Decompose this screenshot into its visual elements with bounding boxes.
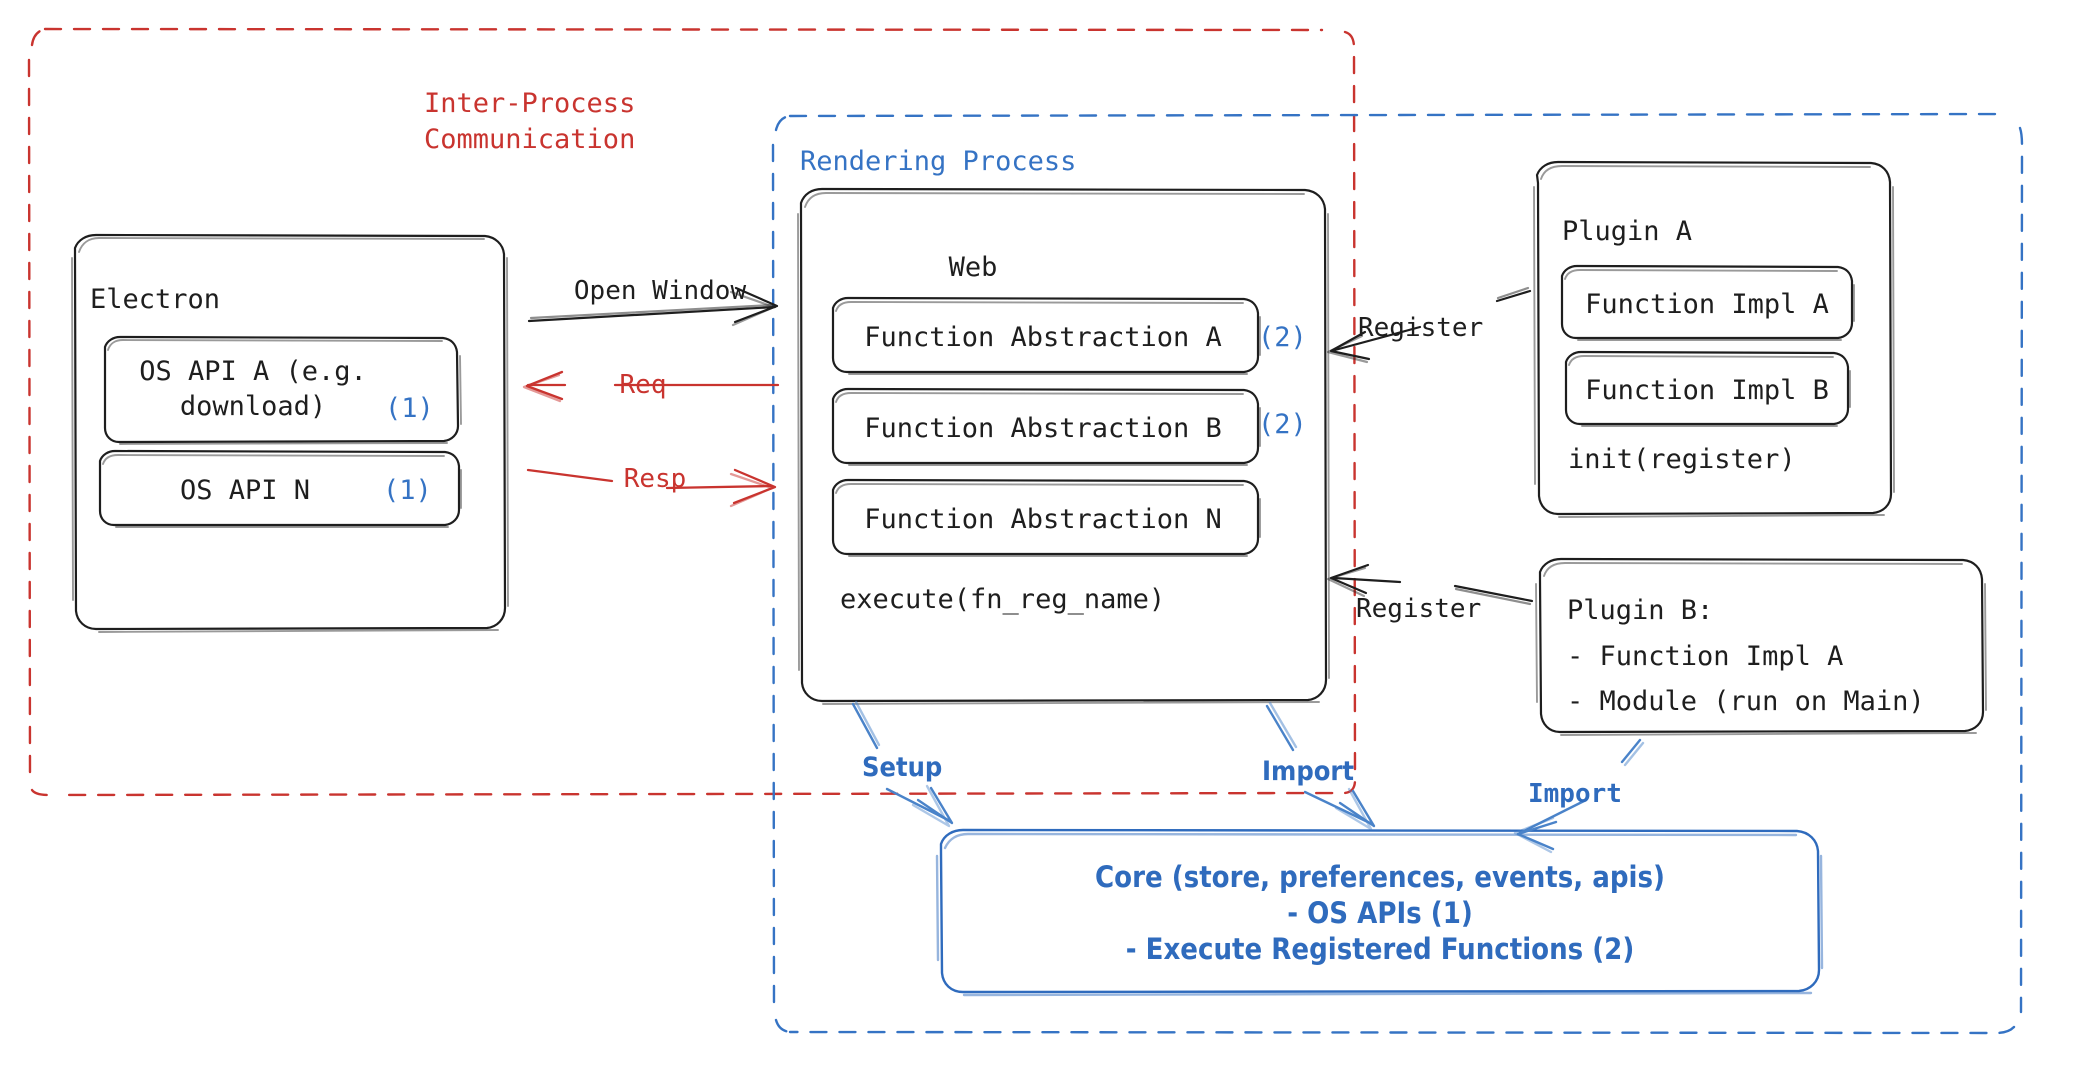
open-window-arrow-label: Open Window [573,276,747,306]
register-b-arrow-label: Register [1356,594,1482,624]
import-web-arrow-label: Import [1262,756,1355,787]
electron-title: Electron [90,284,221,315]
function-impl-b-label[interactable]: Function Impl B [1585,375,1829,406]
function-abstraction-n-label[interactable]: Function Abstraction N [864,504,1222,535]
function-abstraction-b-badge: (2) [1258,409,1307,440]
core-item-execute-registered: - Execute Registered Functions (2) [1125,932,1635,966]
import-plugin-arrow-label: Import [1528,779,1622,809]
plugin-b-item-function-impl-a: - Function Impl A [1567,641,1844,672]
core-item-os-apis: - OS APIs (1) [1287,896,1473,930]
ipc-container-label: Inter-Process Communication [424,88,636,155]
setup-arrow-label: Setup [862,752,943,783]
os-api-n-badge: (1) [383,475,432,506]
web-execute-label: execute(fn_reg_name) [840,584,1166,615]
plugin-a-init-label: init(register) [1568,444,1796,475]
core-title: Core (store, preferences, events, apis) [1095,860,1665,894]
plugin-a-title: Plugin A [1562,216,1693,247]
function-abstraction-a-badge: (2) [1258,322,1307,353]
function-impl-a-label[interactable]: Function Impl A [1585,289,1829,320]
register-a-arrow-label: Register [1358,313,1484,343]
web-title: Web [948,252,998,283]
req-arrow-label: Req [619,370,667,400]
function-abstraction-a-label[interactable]: Function Abstraction A [864,322,1222,353]
function-abstraction-b-label[interactable]: Function Abstraction B [864,413,1222,444]
os-api-a-badge: (1) [385,393,434,424]
plugin-b-item-module: - Module (run on Main) [1567,686,1925,717]
os-api-n-label[interactable]: OS API N [179,475,311,506]
os-api-a-label[interactable]: OS API A (e.g. download) [139,356,367,422]
rendering-process-label: Rendering Process [800,146,1077,177]
plugin-b-title: Plugin B: [1567,595,1714,626]
resp-arrow-label: Resp [623,464,687,494]
